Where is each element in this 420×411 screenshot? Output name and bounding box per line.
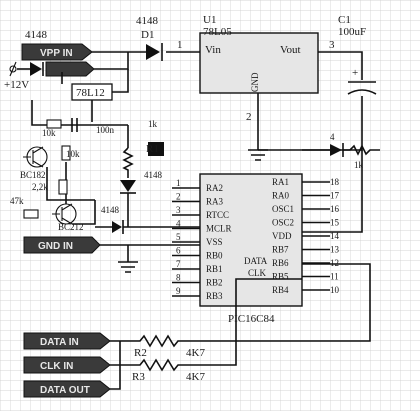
mcu-pin-num-left: 8 bbox=[176, 273, 181, 283]
mcu-pin-name-right: RA1 bbox=[272, 177, 289, 187]
mcu-pin-name-left: MCLR bbox=[206, 224, 232, 234]
supply-label: +12V bbox=[4, 79, 29, 91]
mcu-pin-name-left: VSS bbox=[206, 237, 223, 247]
mcu-pin-num-right: 14 bbox=[330, 231, 340, 241]
mcu-pin-name-right: RB6 bbox=[272, 258, 289, 268]
resistor-r3-value: 4K7 bbox=[186, 371, 205, 383]
input-diode-value: 4148 bbox=[25, 29, 48, 41]
mcu-pin-num-right: 12 bbox=[330, 258, 339, 268]
capacitor-c1: C1 100uF + bbox=[338, 14, 377, 95]
mcu-pin-num-right: 10 bbox=[330, 285, 340, 295]
regulator-body bbox=[199, 32, 319, 94]
connector-clk-in: CLK IN R3 4K7 bbox=[23, 278, 302, 383]
mcu-pin-name-right: OSC2 bbox=[272, 218, 294, 228]
mcu-pin-num-left: 9 bbox=[176, 286, 181, 296]
mcu-pin-num-left: 7 bbox=[176, 259, 181, 269]
mcu-pin-num-left: 2 bbox=[176, 192, 181, 202]
mcu-pin-num-left: 6 bbox=[176, 246, 181, 256]
connector-vpp-label: VPP IN bbox=[40, 48, 73, 59]
connector-data-in: DATA IN R2 4K7 bbox=[23, 263, 371, 359]
mcu-pin-num-left: 1 bbox=[176, 178, 181, 188]
mcu-pin-name-right: RB7 bbox=[272, 245, 289, 255]
mcu-pin-num-left: 5 bbox=[176, 232, 181, 242]
mcu-pin-num-right: 16 bbox=[330, 204, 340, 214]
zener-78l12: 78L12 bbox=[61, 69, 129, 122]
connector-clk-in-label: CLK IN bbox=[40, 361, 73, 372]
resistor-47k-value: 47k bbox=[10, 196, 24, 206]
regulator-u1: U1 78L05 Vin Vout GND 1 3 2 bbox=[177, 14, 335, 123]
mcu-pin-name-left: RA3 bbox=[206, 197, 224, 207]
diode-d1-value: 4148 bbox=[136, 15, 159, 27]
regulator-pin2-num: 2 bbox=[246, 111, 252, 123]
connector-data-in-label: DATA IN bbox=[40, 337, 79, 348]
resistor-r2-value: 4K7 bbox=[186, 347, 205, 359]
mcu-pin-num-right: 17 bbox=[330, 191, 340, 201]
mcu-data-label: DATA bbox=[244, 256, 268, 266]
capacitor-c1-polarity: + bbox=[352, 67, 358, 79]
mcu-part-label: PIC16C84 bbox=[228, 313, 275, 325]
capacitor-c1-ref: C1 bbox=[338, 14, 351, 26]
diode-4148-a-value: 4148 bbox=[144, 170, 163, 180]
mcu-right-pins: 18RA117RA016OSC115OSC214VDD13RB712RB611R… bbox=[272, 177, 340, 295]
mcu-pin-name-right: RB5 bbox=[272, 272, 289, 282]
mcu-pin-name-left: RB0 bbox=[206, 251, 223, 261]
zener-label: 78L12 bbox=[76, 87, 105, 99]
mcu-clk-label: CLK bbox=[248, 268, 267, 278]
mcu-pin-num-right: 13 bbox=[330, 245, 340, 255]
connector-data-out-label: DATA OUT bbox=[40, 385, 90, 396]
regulator-gnd-label: GND bbox=[250, 72, 260, 92]
mcu-pin-num-left: 4 bbox=[176, 219, 181, 229]
mcu-pin-num-right: 18 bbox=[330, 177, 340, 187]
regulator-ref: U1 bbox=[203, 14, 216, 26]
connector-vpp: VPP IN 4148 bbox=[21, 29, 128, 61]
mcu-body bbox=[199, 173, 303, 307]
resistor-10k-b-value: 10k bbox=[66, 149, 80, 159]
resistor-10k-a-value: 10k bbox=[42, 128, 56, 138]
regulator-pin1-num: 1 bbox=[177, 39, 183, 51]
mcu-pin-name-left: RTCC bbox=[206, 210, 229, 220]
connector-data-out: DATA OUT bbox=[23, 341, 121, 398]
transistor-q1-label: BC182 bbox=[20, 170, 46, 180]
diode-d1: 4148 D1 bbox=[128, 15, 163, 61]
mcu-pin-name-left: RA2 bbox=[206, 183, 223, 193]
mcu-pin-name-left: RB1 bbox=[206, 264, 223, 274]
capacitor-c1-value: 100uF bbox=[338, 26, 366, 38]
mcu-pin-name-left: RB3 bbox=[206, 291, 223, 301]
resistor-led-value: 1k bbox=[354, 160, 364, 170]
supply-input: +12V bbox=[4, 52, 129, 91]
capacitor-100n-value: 100n bbox=[96, 125, 115, 135]
regulator-part: 78L05 bbox=[203, 26, 232, 38]
regulator-pin3-num: 3 bbox=[329, 39, 335, 51]
transistor-q2-label: BC212 bbox=[58, 222, 84, 232]
connector-gnd-label: GND IN bbox=[38, 241, 73, 252]
resistor-r3-ref: R3 bbox=[132, 371, 145, 383]
resistor-2k2-value: 2,2k bbox=[32, 182, 48, 192]
resistor-r1-value: 1k bbox=[148, 119, 158, 129]
resistor-r1-ref: R1 bbox=[146, 143, 159, 155]
connector-gnd: GND IN bbox=[23, 236, 200, 273]
mclr-network: 1k R1 4148 4148 bbox=[95, 119, 200, 234]
mcu-pin-name-right: VDD bbox=[272, 231, 292, 241]
regulator-vout-label: Vout bbox=[280, 44, 301, 56]
diode-d1-ref: D1 bbox=[141, 29, 154, 41]
mcu-pin-num-right: 15 bbox=[330, 218, 340, 228]
led-value: 4 bbox=[330, 132, 335, 142]
regulator-wiring bbox=[166, 51, 363, 233]
mcu-pin-name-right: RB4 bbox=[272, 285, 289, 295]
resistor-r2-ref: R2 bbox=[134, 347, 147, 359]
mcu-pin-num-right: 11 bbox=[330, 272, 339, 282]
diode-4148-b-value: 4148 bbox=[101, 205, 120, 215]
mcu-pin-name-left: RB2 bbox=[206, 278, 223, 288]
led-branch: 4 1k bbox=[302, 132, 380, 170]
mcu-pin-num-left: 3 bbox=[176, 205, 181, 215]
mcu-pin-name-right: RA0 bbox=[272, 191, 290, 201]
regulator-vin-label: Vin bbox=[205, 44, 221, 56]
transistor-network: 100n 10k BC182 10k 2,2k 47k BC212 bbox=[10, 100, 129, 232]
mcu-pin-name-right: OSC1 bbox=[272, 204, 294, 214]
